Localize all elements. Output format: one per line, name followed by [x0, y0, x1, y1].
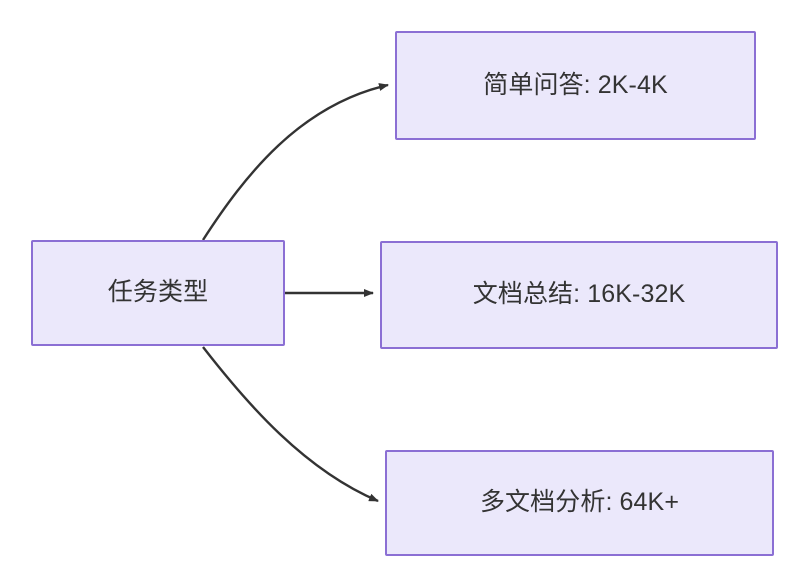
node-simple-qa[interactable]: 简单问答: 2K-4K [395, 31, 756, 140]
node-doc-summary-label: 文档总结: 16K-32K [472, 280, 686, 309]
edge-to-simple-qa [201, 83, 389, 241]
node-task-type[interactable]: 任务类型 [31, 240, 285, 346]
node-multi-doc-analysis[interactable]: 多文档分析: 64K+ [385, 450, 774, 556]
edge-to-multi-doc-analysis [202, 346, 379, 503]
node-doc-summary[interactable]: 文档总结: 16K-32K [380, 241, 778, 349]
node-multi-doc-analysis-label: 多文档分析: 64K+ [479, 488, 680, 517]
node-simple-qa-label: 简单问答: 2K-4K [483, 70, 668, 99]
node-task-type-label: 任务类型 [107, 278, 209, 307]
